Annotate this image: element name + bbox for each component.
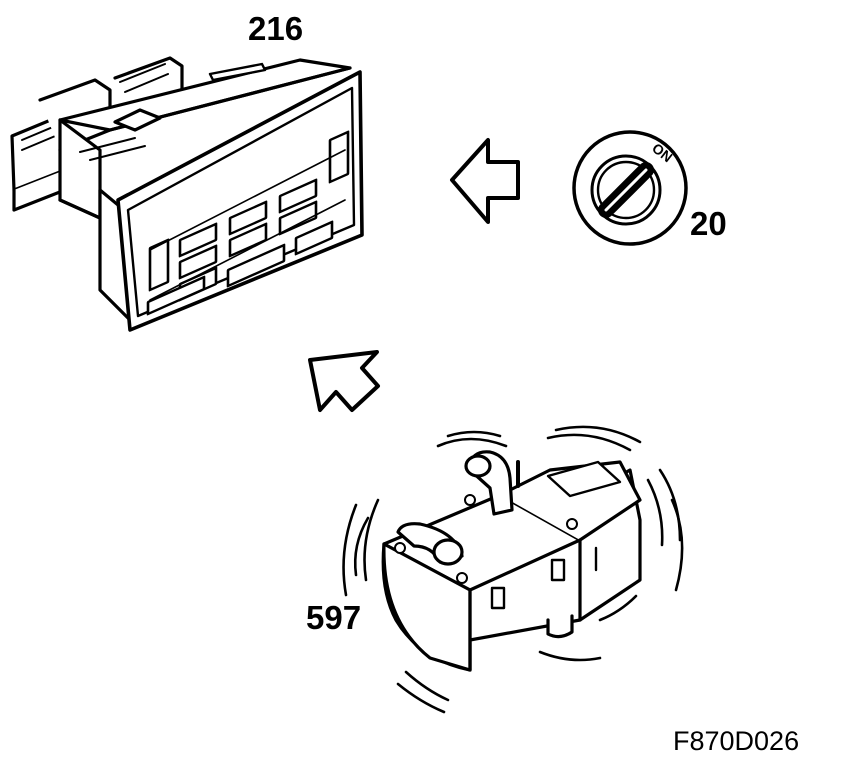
callout-control-panel: 216	[248, 10, 304, 47]
arrow-up-left-icon	[308, 350, 380, 412]
control-panel-illustration	[10, 56, 364, 332]
heater-unit-illustration	[342, 425, 684, 714]
figure-code: F870D026	[673, 726, 800, 756]
arrow-left-icon	[450, 138, 520, 224]
callout-ignition-switch: 20	[690, 205, 727, 242]
ignition-switch-illustration	[572, 130, 688, 246]
callout-heater-unit: 597	[306, 599, 362, 636]
